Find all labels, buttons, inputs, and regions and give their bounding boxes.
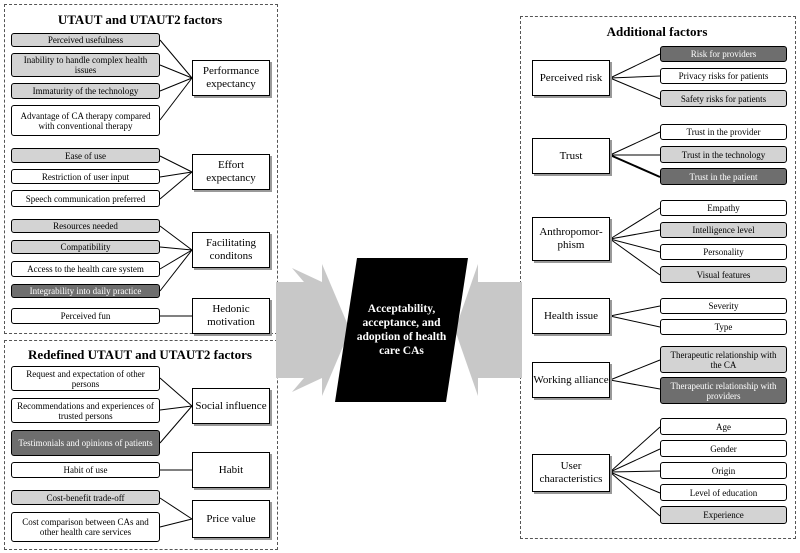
item-cost-comparison: Cost comparison between CAs and other he… [11, 512, 160, 542]
item-personality: Personality [660, 244, 787, 260]
item-trust-provider: Trust in the provider [660, 124, 787, 140]
item-visual-features: Visual features [660, 266, 787, 283]
utaut-panel-title: UTAUT and UTAUT2 factors [57, 12, 223, 27]
item-empathy: Empathy [660, 200, 787, 216]
item-restriction-user-input: Restriction of user input [11, 169, 160, 184]
item-relationship-providers: Therapeutic relationship with providers [660, 377, 787, 404]
item-compatibility: Compatibility [11, 240, 160, 254]
category-effort-expectancy: Effort expectancy [192, 154, 270, 190]
item-perceived-usefulness: Perceived usefulness [11, 33, 160, 47]
category-performance-expectancy: Performance expectancy [192, 60, 270, 96]
item-origin: Origin [660, 462, 787, 479]
right-arrow-head [455, 264, 478, 396]
item-advantage-ca-therapy: Advantage of CA therapy compared with co… [11, 105, 160, 136]
item-resources-needed: Resources needed [11, 219, 160, 233]
item-type: Type [660, 319, 787, 335]
category-anthropomorphism: Anthropomor-phism [532, 217, 610, 261]
left-arrow-head [322, 264, 350, 396]
item-age: Age [660, 418, 787, 435]
category-working-alliance: Working alliance [532, 362, 610, 398]
item-ease-of-use: Ease of use [11, 148, 160, 163]
center-shape [335, 258, 468, 402]
item-testimonials-opinions: Testimonials and opinions of patients [11, 430, 160, 456]
right-arrow-body [478, 282, 522, 378]
category-health-issue: Health issue [532, 298, 610, 334]
item-perceived-fun: Perceived fun [11, 308, 160, 324]
category-social-influence: Social influence [192, 388, 270, 424]
item-level-of-education: Level of education [660, 484, 787, 501]
category-habit: Habit [192, 452, 270, 488]
item-immaturity-technology: Immaturity of the technology [11, 83, 160, 99]
item-severity: Severity [660, 298, 787, 314]
item-trust-patient: Trust in the patient [660, 168, 787, 185]
item-relationship-ca: Therapeutic relationship with the CA [660, 346, 787, 373]
category-perceived-risk: Perceived risk [532, 60, 610, 96]
category-trust: Trust [532, 138, 610, 174]
item-experience: Experience [660, 506, 787, 524]
category-price-value: Price value [192, 500, 270, 538]
item-trust-technology: Trust in the technology [660, 146, 787, 163]
left-arrow-body [276, 282, 322, 378]
item-intelligence-level: Intelligence level [660, 222, 787, 238]
item-habit-of-use: Habit of use [11, 462, 160, 478]
category-hedonic-motivation: Hedonic motivation [192, 298, 270, 334]
item-request-expectation: Request and expectation of other persons [11, 366, 160, 391]
item-risk-providers: Risk for providers [660, 46, 787, 62]
category-user-characteristics: User characteristics [532, 454, 610, 492]
item-inability-complex-issues: Inability to handle complex health issue… [11, 53, 160, 77]
item-cost-benefit: Cost-benefit trade-off [11, 490, 160, 505]
item-safety-risks: Safety risks for patients [660, 90, 787, 107]
item-access-health-care: Access to the health care system [11, 261, 160, 277]
item-speech-communication: Speech communication preferred [11, 190, 160, 207]
item-integrability-daily-practice: Integrability into daily practice [11, 284, 160, 298]
item-gender: Gender [660, 440, 787, 457]
item-recommendations-experiences: Recommendations and experiences of trust… [11, 398, 160, 423]
center-text: Acceptability, acceptance, and adoption … [356, 303, 447, 357]
additional-panel-title: Additional factors [606, 24, 708, 39]
redefined-panel-title: Redefined UTAUT and UTAUT2 factors [28, 347, 252, 362]
category-facilitating-conditions: Facilitating conditons [192, 232, 270, 268]
item-privacy-risks: Privacy risks for patients [660, 68, 787, 84]
